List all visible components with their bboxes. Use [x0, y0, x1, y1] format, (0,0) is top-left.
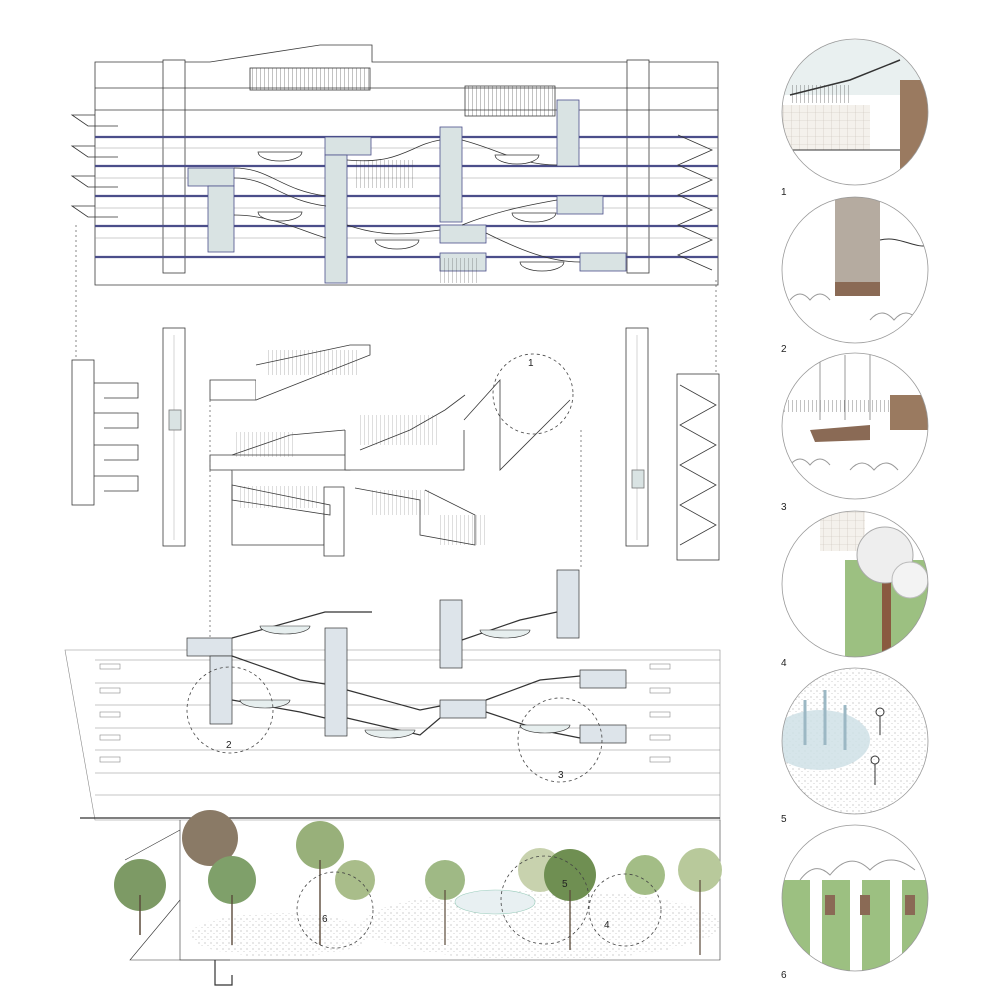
callout-number-4: 4: [604, 920, 610, 931]
detail-number-4: 4: [781, 658, 787, 669]
detail-vignette-6: 6: [781, 824, 929, 981]
detail-vignette-5: 5: [781, 667, 929, 825]
detail-vignette-4: 4: [781, 510, 929, 669]
detail-number-5: 5: [781, 814, 787, 825]
tree-cluster: [114, 810, 722, 955]
detail-number-2: 2: [781, 344, 787, 355]
projection-lines: [75, 225, 717, 650]
callout-numbers: 1 2 3 4 5 6: [226, 358, 610, 931]
top-building-section: [70, 44, 719, 286]
callout-number-1: 1: [528, 358, 534, 369]
detail-number-3: 3: [781, 502, 787, 513]
detail-vignette-1: 1: [781, 38, 929, 198]
detail-number-6: 6: [781, 970, 787, 981]
detail-number-1: 1: [781, 187, 787, 198]
callout-number-6: 6: [322, 914, 328, 925]
detail-vignette-2: 2: [781, 196, 929, 355]
callout-number-2: 2: [226, 740, 232, 751]
callout-number-5: 5: [562, 879, 568, 890]
detail-vignette-3: 3: [781, 352, 929, 513]
ground-landscape: [114, 810, 722, 960]
bottom-building-section: [64, 569, 721, 986]
middle-exploded-stair-elements: [71, 327, 720, 561]
callout-number-3: 3: [558, 770, 564, 781]
callout-circles: [186, 353, 662, 949]
